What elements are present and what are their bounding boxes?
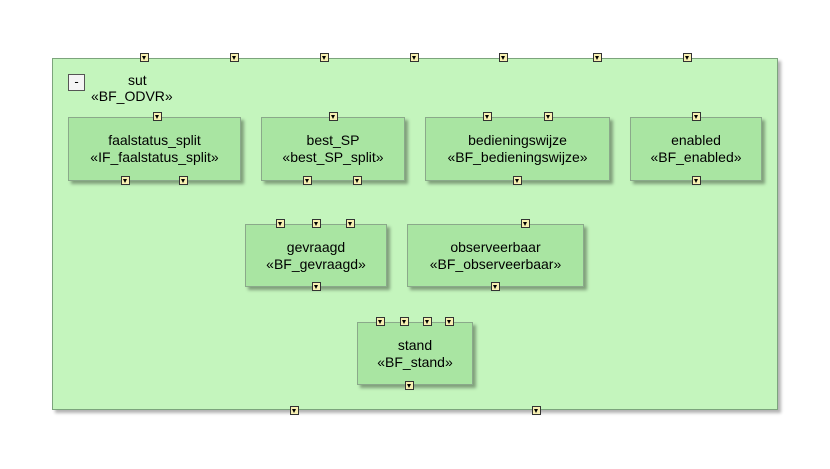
port[interactable] <box>683 53 692 62</box>
port[interactable] <box>276 219 285 228</box>
system-name: sut <box>128 72 147 88</box>
block-name: observeerbaar <box>450 238 541 255</box>
port[interactable] <box>499 53 508 62</box>
block-stereotype: «BF_observeerbaar» <box>429 255 562 272</box>
system-stereotype: «BF_ODVR» <box>91 88 173 104</box>
port[interactable] <box>692 176 701 185</box>
block-name: stand <box>397 336 433 353</box>
port[interactable] <box>491 282 500 291</box>
port[interactable] <box>423 317 432 326</box>
block-observeerbaar[interactable]: observeerbaar «BF_observeerbaar» <box>407 224 584 287</box>
port[interactable] <box>483 112 492 121</box>
port[interactable] <box>153 112 162 121</box>
block-stereotype: «BF_stand» <box>377 353 453 370</box>
port[interactable] <box>410 53 419 62</box>
port[interactable] <box>320 53 329 62</box>
block-faalstatus-split[interactable]: faalstatus_split «IF_faalstatus_split» <box>68 117 241 181</box>
block-name: gevraagd <box>286 238 346 255</box>
port[interactable] <box>353 176 362 185</box>
block-bedieningswijze[interactable]: bedieningswijze «BF_bedieningswijze» <box>425 117 610 181</box>
port[interactable] <box>400 317 409 326</box>
port[interactable] <box>405 381 414 390</box>
block-stereotype: «BF_gevraagd» <box>266 255 366 272</box>
port[interactable] <box>544 112 553 121</box>
block-stereotype: «BF_bedieningswijze» <box>447 149 588 165</box>
collapse-button[interactable]: - <box>68 74 85 91</box>
port[interactable] <box>376 317 385 326</box>
port[interactable] <box>329 112 338 121</box>
block-enabled[interactable]: enabled «BF_enabled» <box>630 117 762 181</box>
block-name: best_SP <box>306 132 360 148</box>
block-name: faalstatus_split <box>108 132 201 148</box>
port[interactable] <box>312 219 321 228</box>
port[interactable] <box>692 112 701 121</box>
port[interactable] <box>346 219 355 228</box>
port[interactable] <box>303 176 312 185</box>
block-gevraagd[interactable]: gevraagd «BF_gevraagd» <box>245 224 387 287</box>
port[interactable] <box>532 406 541 415</box>
port[interactable] <box>179 176 188 185</box>
block-name: bedieningswijze <box>468 132 567 148</box>
port[interactable] <box>140 53 149 62</box>
block-stand[interactable]: stand «BF_stand» <box>357 322 473 385</box>
block-stereotype: «best_SP_split» <box>282 149 384 165</box>
port[interactable] <box>513 176 522 185</box>
block-stereotype: «IF_faalstatus_split» <box>90 149 219 165</box>
block-stereotype: «BF_enabled» <box>650 149 742 165</box>
port[interactable] <box>290 406 299 415</box>
port[interactable] <box>445 317 454 326</box>
port[interactable] <box>312 282 321 291</box>
block-best-sp[interactable]: best_SP «best_SP_split» <box>261 117 405 181</box>
port[interactable] <box>121 176 130 185</box>
port[interactable] <box>521 219 530 228</box>
port[interactable] <box>230 53 239 62</box>
block-name: enabled <box>671 132 721 148</box>
port[interactable] <box>593 53 602 62</box>
